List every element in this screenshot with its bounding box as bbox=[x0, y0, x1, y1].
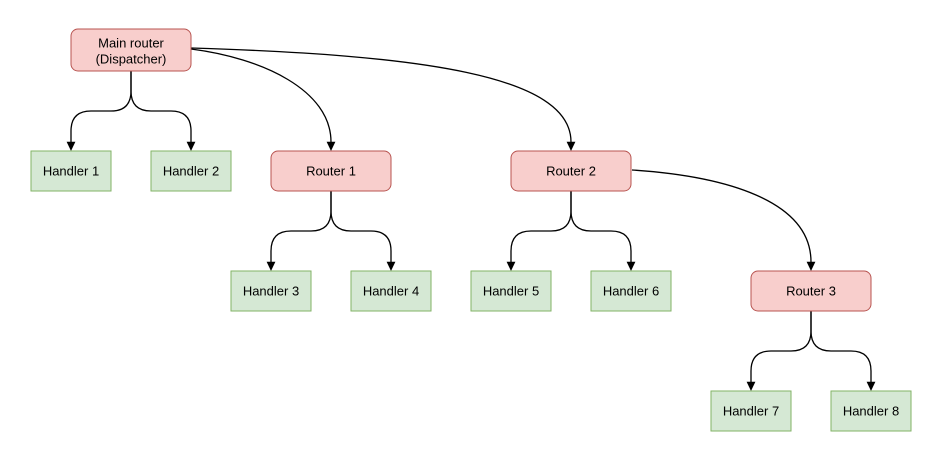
edge-router2-to-handler5 bbox=[506, 191, 572, 271]
edge-line bbox=[270, 191, 332, 262]
node-handler-7: Handler 7 bbox=[710, 390, 792, 432]
edge-main-to-router1 bbox=[190, 48, 336, 151]
edge-line bbox=[510, 191, 572, 262]
node-handler-3-box bbox=[230, 270, 312, 312]
node-handler-5-box bbox=[470, 270, 552, 312]
node-handler-5-label: Handler 5 bbox=[483, 284, 539, 299]
node-handler-4: Handler 4 bbox=[350, 270, 432, 312]
edge-main-to-router2 bbox=[190, 47, 576, 151]
arrowhead-icon bbox=[866, 381, 876, 391]
node-router-2-box bbox=[510, 150, 632, 192]
edge-line bbox=[570, 191, 632, 262]
node-handler-8: Handler 8 bbox=[830, 390, 912, 432]
node-handler-6-label: Handler 6 bbox=[603, 284, 659, 299]
node-router-3: Router 3 bbox=[750, 270, 872, 312]
arrowhead-icon bbox=[746, 381, 756, 391]
edge-line bbox=[190, 47, 572, 143]
edges-layer bbox=[66, 47, 876, 391]
edge-line bbox=[750, 311, 812, 382]
edge-main-to-handler1 bbox=[66, 71, 132, 151]
arrowhead-icon bbox=[806, 261, 816, 271]
node-handler-5: Handler 5 bbox=[470, 270, 552, 312]
node-handler-7-box bbox=[710, 390, 792, 432]
node-router-2-label: Router 2 bbox=[546, 164, 596, 179]
arrowhead-icon bbox=[626, 261, 636, 271]
edge-router3-to-handler7 bbox=[746, 311, 812, 391]
node-handler-4-box bbox=[350, 270, 432, 312]
arrowhead-icon bbox=[186, 141, 196, 151]
node-handler-1-box bbox=[30, 150, 112, 192]
node-handler-2: Handler 2 bbox=[150, 150, 232, 192]
node-handler-1-label: Handler 1 bbox=[43, 164, 99, 179]
arrowhead-icon bbox=[566, 141, 576, 151]
edge-line bbox=[70, 71, 132, 142]
node-handler-2-label: Handler 2 bbox=[163, 164, 219, 179]
arrowhead-icon bbox=[386, 261, 396, 271]
node-main-router-box bbox=[70, 28, 192, 72]
node-handler-7-label: Handler 7 bbox=[723, 404, 779, 419]
node-handler-3-label: Handler 3 bbox=[243, 284, 299, 299]
node-router-1-label: Router 1 bbox=[306, 164, 356, 179]
edge-line bbox=[130, 71, 192, 142]
node-handler-1: Handler 1 bbox=[30, 150, 112, 192]
edge-router1-to-handler3 bbox=[266, 191, 332, 271]
node-router-3-box bbox=[750, 270, 872, 312]
edge-router1-to-handler4 bbox=[330, 191, 396, 271]
node-router-3-label: Router 3 bbox=[786, 284, 836, 299]
node-router-1-box bbox=[270, 150, 392, 192]
node-handler-2-box bbox=[150, 150, 232, 192]
edge-line bbox=[190, 48, 332, 143]
edge-line bbox=[810, 311, 872, 382]
nodes-layer: Main router (Dispatcher) Handler 1 Handl… bbox=[30, 28, 912, 432]
node-router-2: Router 2 bbox=[510, 150, 632, 192]
node-handler-8-box bbox=[830, 390, 912, 432]
arrowhead-icon bbox=[506, 261, 516, 271]
edge-router3-to-handler8 bbox=[810, 311, 876, 391]
edge-router2-to-handler6 bbox=[570, 191, 636, 271]
arrowhead-icon bbox=[326, 141, 336, 151]
arrowhead-icon bbox=[66, 141, 76, 151]
node-main-router: Main router (Dispatcher) bbox=[70, 28, 192, 72]
node-main-router-label-line1: Main router bbox=[98, 36, 164, 51]
arrowhead-icon bbox=[266, 261, 276, 271]
node-handler-4-label: Handler 4 bbox=[363, 284, 419, 299]
node-handler-3: Handler 3 bbox=[230, 270, 312, 312]
node-main-router-label-line2: (Dispatcher) bbox=[96, 52, 167, 67]
edge-router2-to-router3 bbox=[631, 169, 816, 271]
edge-line bbox=[330, 191, 392, 262]
edge-line bbox=[631, 169, 812, 263]
node-handler-8-label: Handler 8 bbox=[843, 404, 899, 419]
node-router-1: Router 1 bbox=[270, 150, 392, 192]
node-handler-6: Handler 6 bbox=[590, 270, 672, 312]
node-handler-6-box bbox=[590, 270, 672, 312]
edge-main-to-handler2 bbox=[130, 71, 196, 151]
